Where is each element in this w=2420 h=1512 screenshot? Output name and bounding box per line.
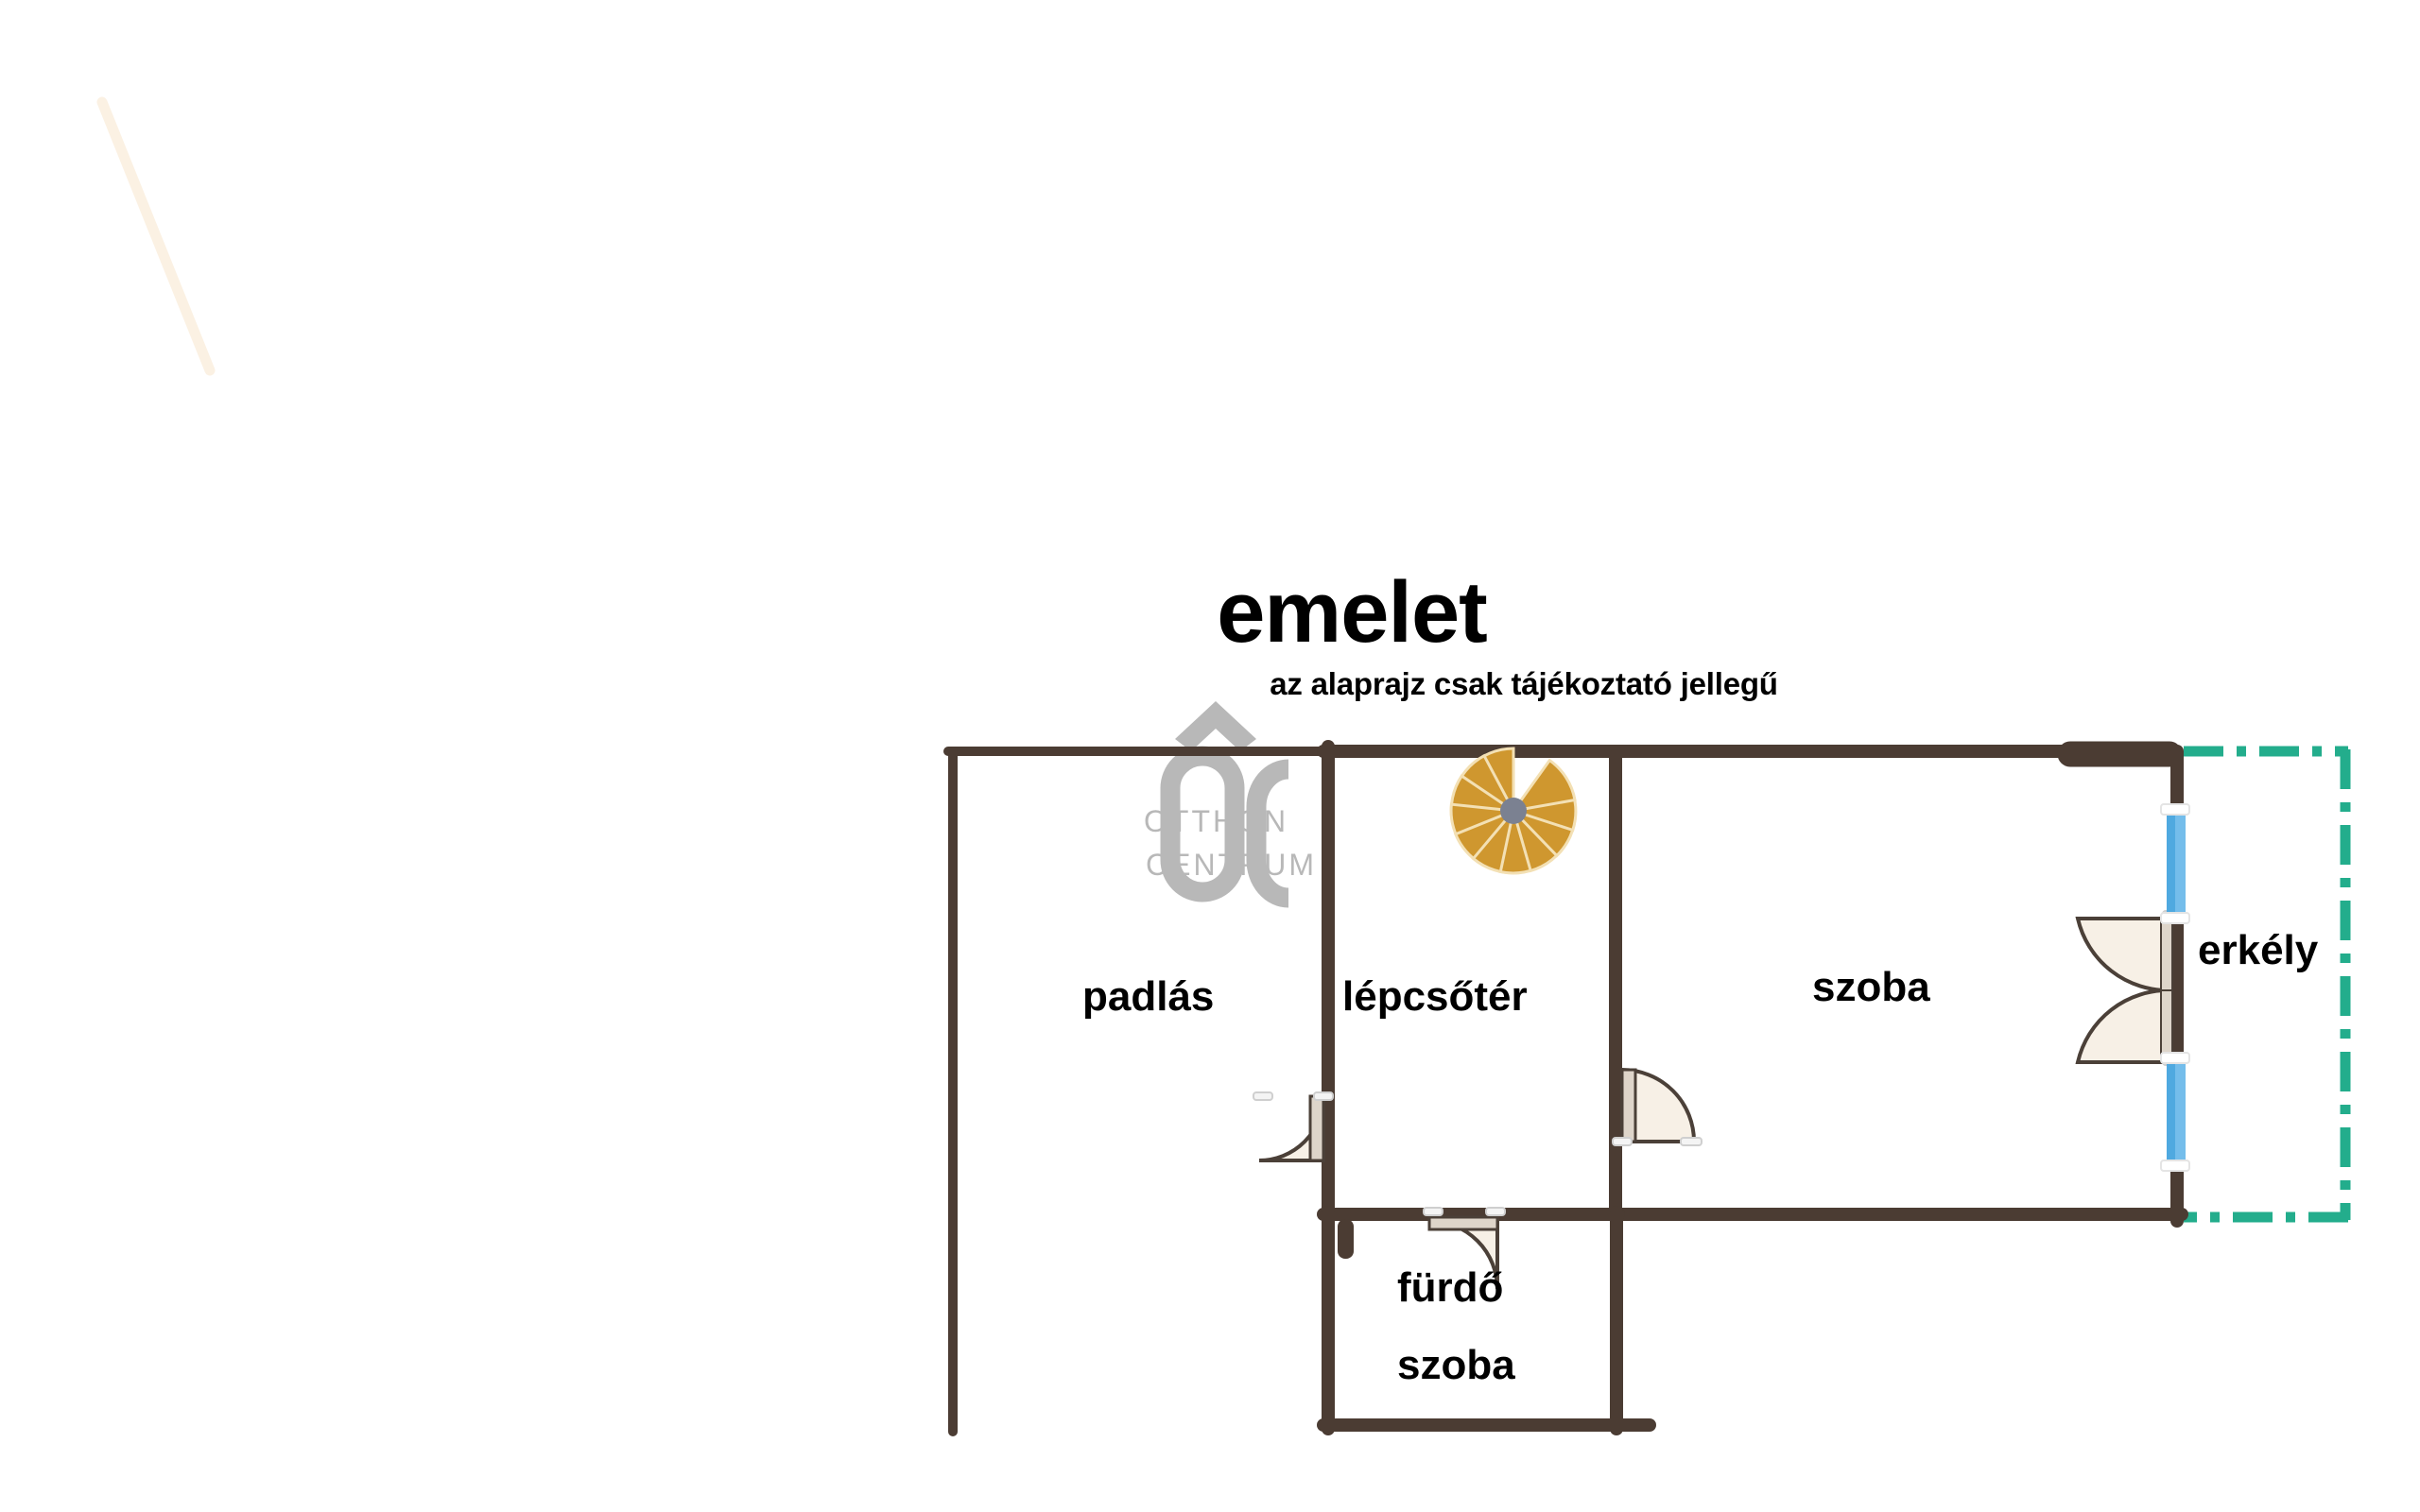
room-label-szoba: szoba	[1812, 964, 1930, 1010]
french-door-szoba-erkely	[2075, 910, 2185, 1066]
spiral-staircase	[1449, 747, 1578, 875]
vent-shaft	[1338, 1219, 1354, 1259]
door-padlas-lepcsoter	[1253, 1091, 1334, 1162]
room-label-furdoszoba-line1: fürdő	[1397, 1264, 1504, 1311]
room-label-lepcsoter: lépcsőtér	[1342, 973, 1528, 1020]
watermark-text-centrum: CENTRUM	[1146, 848, 1317, 882]
page-title: emelet	[1217, 564, 1487, 661]
room-label-erkely: erkély	[2198, 927, 2319, 973]
otthon-centrum-house-logo-icon	[1160, 701, 1289, 908]
walls	[943, 740, 2188, 1436]
erkely-boundary	[2184, 746, 2351, 1223]
window-upper-right	[2160, 803, 2190, 924]
watermark-text-otthon: OTTHON	[1144, 804, 1289, 838]
plan-disclaimer: az alaprajz csak tájékoztató jellegű	[1270, 666, 1778, 701]
decorative-streak	[96, 96, 216, 376]
room-label-padlas: padlás	[1082, 973, 1215, 1020]
room-label-furdoszoba-line2: szoba	[1397, 1342, 1515, 1388]
door-lepcsoter-furdoszoba	[1423, 1207, 1506, 1290]
door-lepcsoter-szoba	[1612, 1067, 1703, 1146]
window-lower-right	[2160, 1052, 2190, 1172]
